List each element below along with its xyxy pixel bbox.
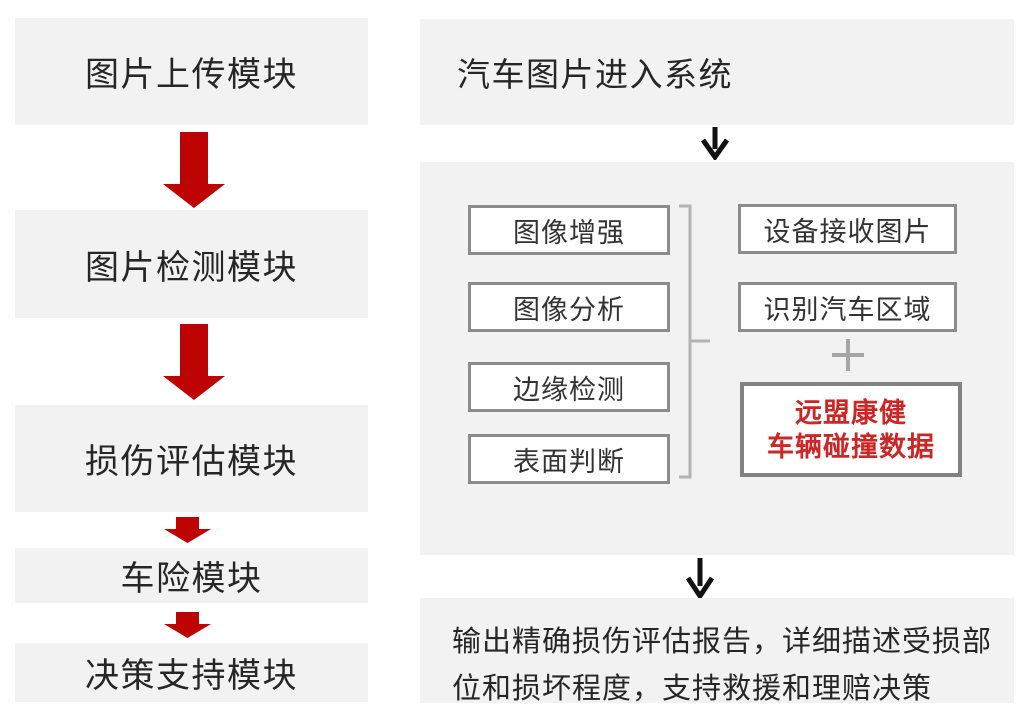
step-box-image-enhancement: 图像增强 — [468, 205, 670, 255]
module-box-damage-assessment: 损伤评估模块 — [15, 405, 368, 512]
step-label: 图像增强 — [513, 217, 625, 248]
module-box-image-upload: 图片上传模块 — [15, 18, 368, 125]
module-label: 车险模块 — [120, 560, 263, 598]
input-box: 汽车图片进入系统 — [420, 19, 1014, 125]
external-data-box: 远盟康健 车辆碰撞数据 — [740, 382, 962, 477]
step-box-image-analysis: 图像分析 — [468, 282, 670, 332]
step-label: 边缘检测 — [513, 374, 625, 405]
step-box-identify-car-region: 识别汽车区域 — [738, 282, 957, 332]
output-box: 输出精确损伤评估报告，详细描述受损部 位和损坏程度，支持救援和理赔决策 — [420, 598, 1014, 705]
step-box-device-receive: 设备接收图片 — [738, 204, 957, 254]
module-label: 损伤评估模块 — [85, 443, 298, 481]
red-down-arrow-small-icon — [164, 517, 211, 543]
module-label: 图片上传模块 — [85, 56, 298, 94]
group-bracket-icon — [679, 204, 710, 479]
red-down-arrow-small-icon — [164, 612, 211, 638]
red-down-arrow-icon — [163, 324, 225, 400]
module-box-car-insurance: 车险模块 — [15, 548, 368, 603]
red-down-arrow-icon — [163, 132, 225, 208]
input-label: 汽车图片进入系统 — [457, 56, 733, 93]
processing-box: 图像增强 图像分析 边缘检测 表面判断 设备接收图片 识别汽车区域 — [420, 162, 1014, 555]
step-label: 识别汽车区域 — [763, 294, 932, 325]
module-label: 决策支持模块 — [85, 657, 298, 695]
module-label: 图片检测模块 — [85, 248, 298, 287]
output-line: 输出精确损伤评估报告，详细描述受损部 — [452, 626, 993, 658]
plus-icon — [832, 339, 864, 371]
down-arrow-icon — [685, 558, 715, 599]
step-box-surface-judgment: 表面判断 — [468, 434, 670, 484]
step-label: 图像分析 — [513, 294, 625, 325]
step-label: 设备接收图片 — [763, 216, 932, 247]
external-data-line: 车辆碰撞数据 — [767, 431, 935, 462]
step-label: 表面判断 — [513, 446, 625, 477]
module-box-decision-support: 决策支持模块 — [15, 643, 368, 702]
output-line: 位和损坏程度，支持救援和理赔决策 — [452, 673, 933, 705]
module-box-image-detection: 图片检测模块 — [15, 210, 368, 318]
step-box-edge-detection: 边缘检测 — [468, 362, 670, 412]
external-data-line: 远盟康健 — [795, 397, 907, 428]
down-arrow-icon — [700, 127, 730, 160]
